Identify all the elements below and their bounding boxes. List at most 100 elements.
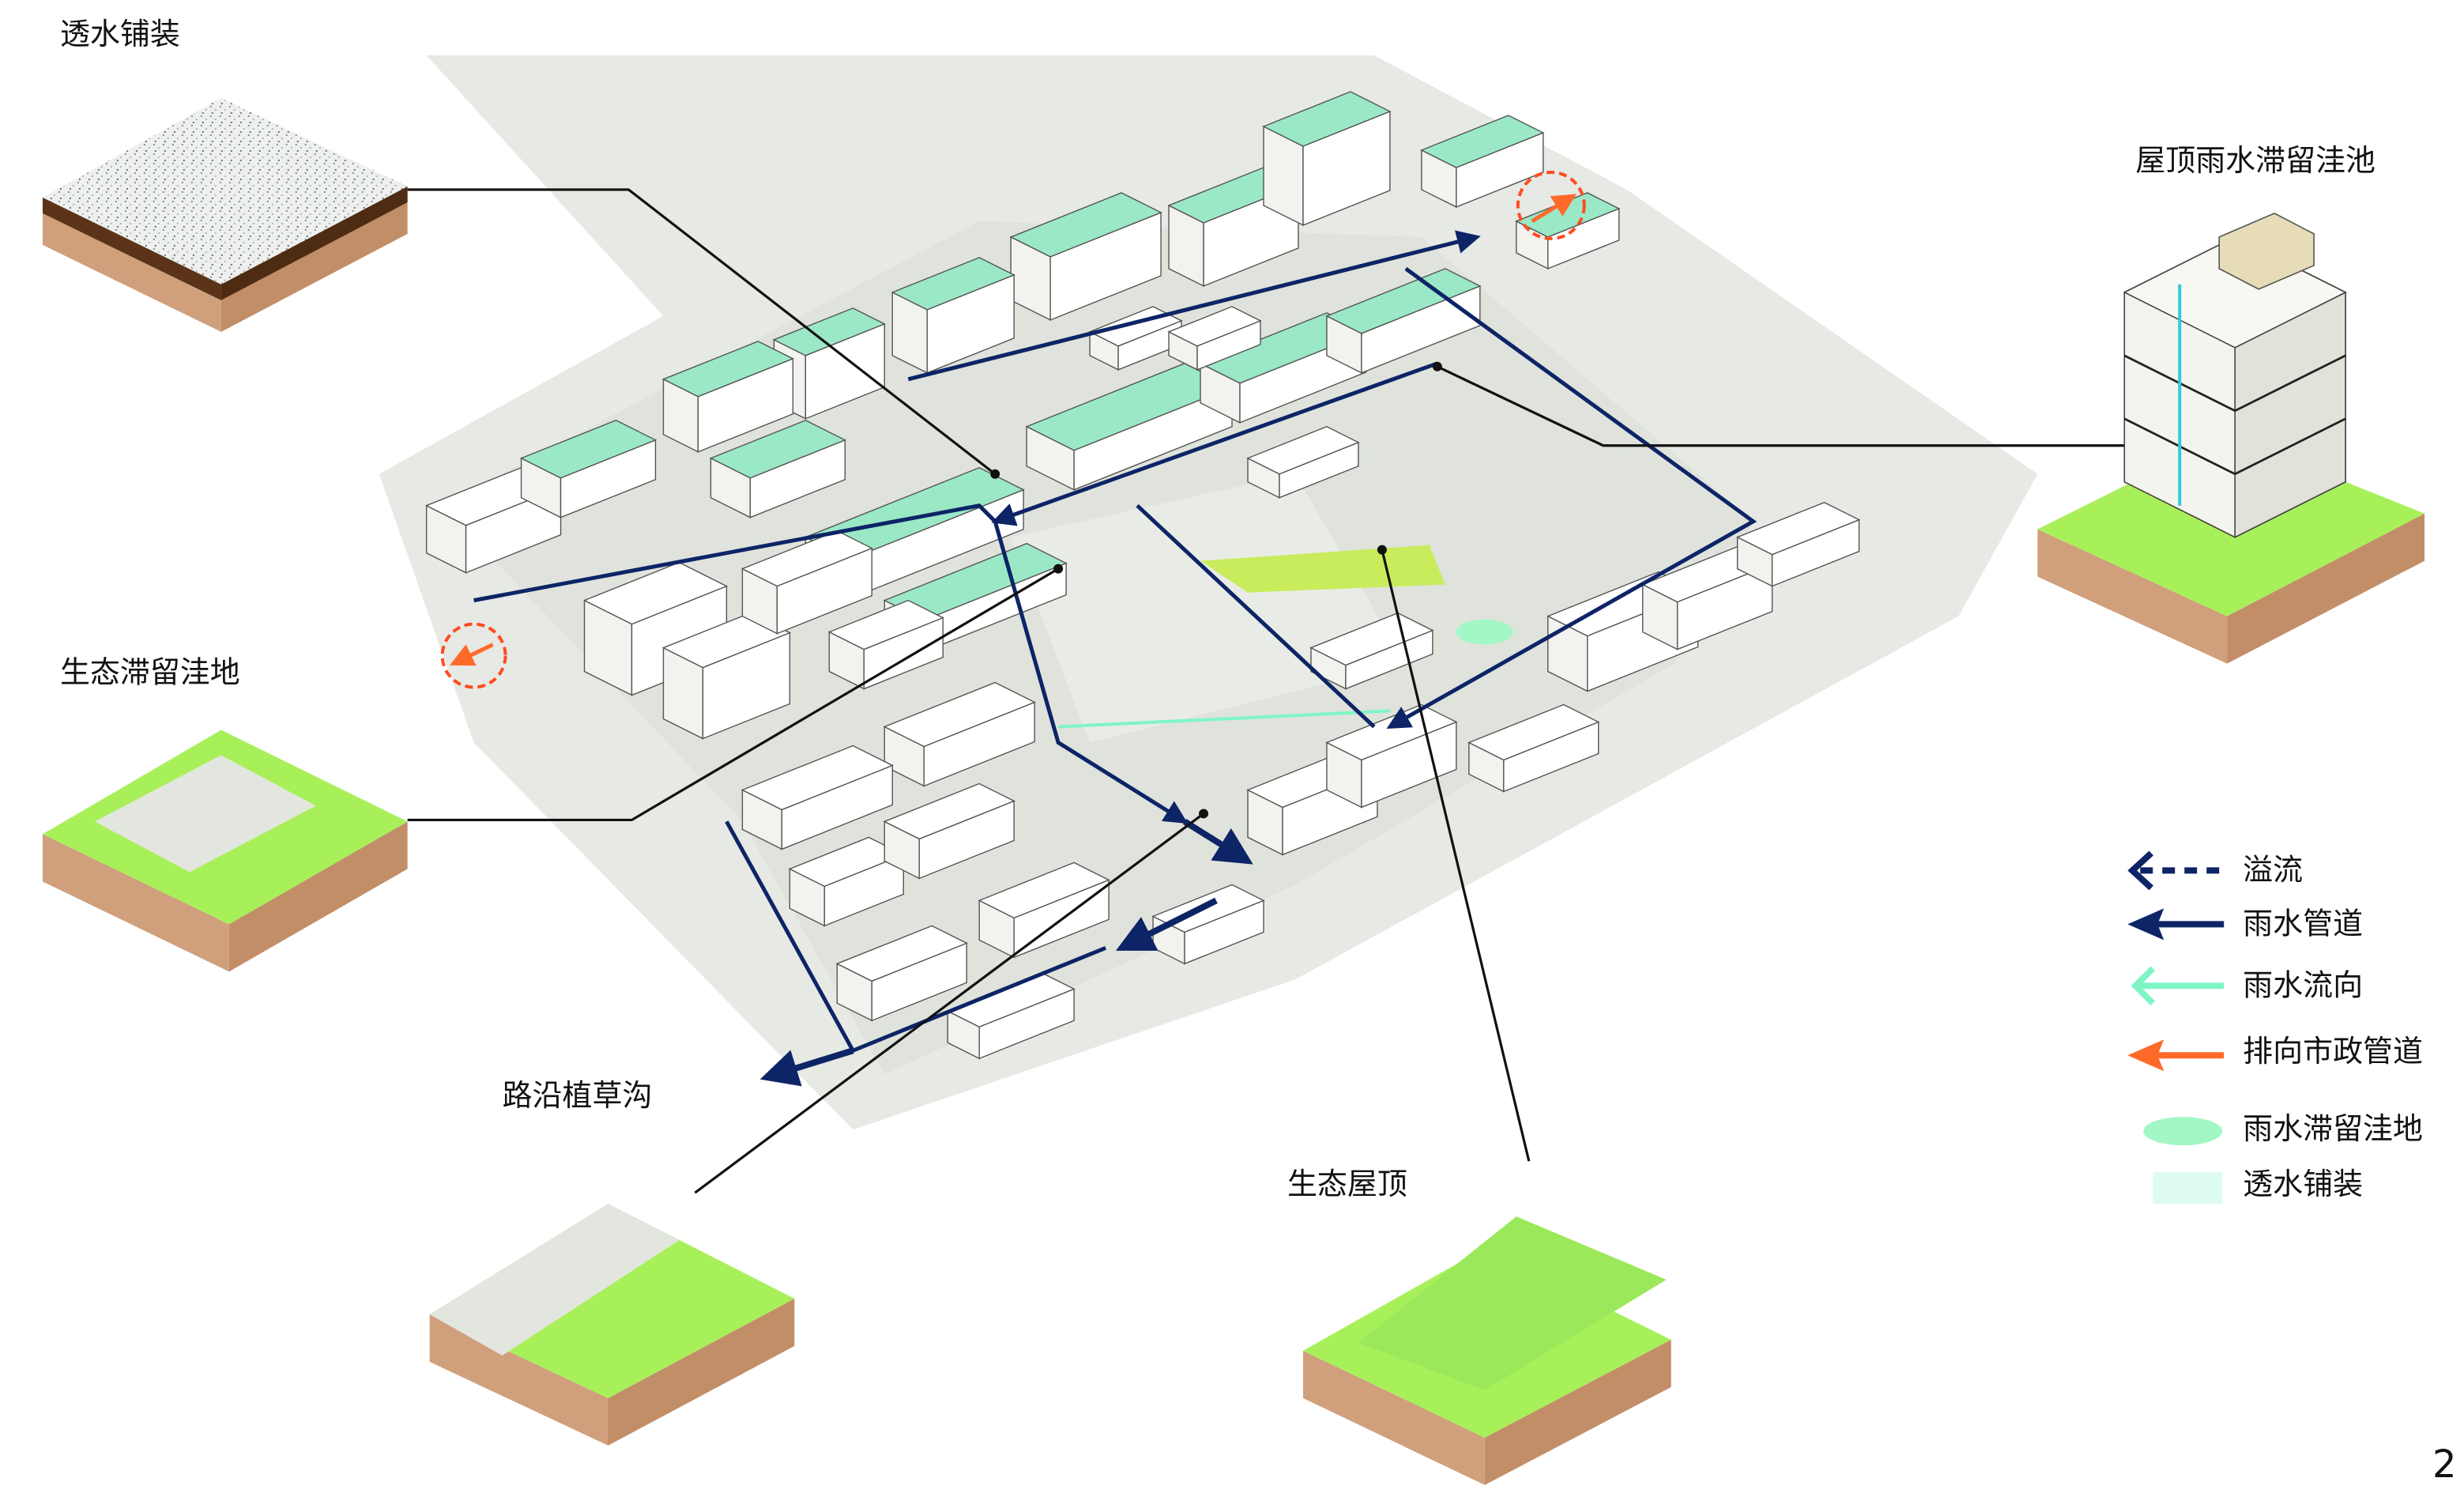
legend-label: 溢流	[2243, 852, 2303, 887]
building	[1009, 192, 1162, 321]
building	[1167, 306, 1262, 371]
tile-eco-roof	[1302, 1216, 1671, 1485]
building-roof	[1467, 703, 1600, 761]
building-roof	[772, 307, 886, 356]
tile-soil-right	[1484, 1340, 1671, 1485]
tile-surface	[429, 1204, 795, 1398]
building-roof	[883, 782, 1015, 840]
pipe-arrow	[907, 230, 1481, 382]
tile-soil-left	[2037, 529, 2228, 664]
site-map	[379, 55, 2038, 1130]
building	[1262, 91, 1392, 227]
tile-soil-left	[1302, 1351, 1485, 1485]
legend-paving-icon	[2153, 1172, 2223, 1205]
building-roof	[740, 745, 894, 811]
label-roof-retention: 屋顶雨水滞留洼池	[2135, 143, 2375, 178]
building	[740, 745, 894, 850]
building-roof	[1246, 425, 1360, 475]
pipe-arrow	[473, 503, 997, 603]
paving-layer	[220, 186, 408, 300]
building-roof	[1735, 501, 1861, 556]
tile-soil-right	[2227, 513, 2425, 664]
label-eco-retention: 生态滞留洼地	[60, 655, 240, 690]
leader-line	[1437, 365, 2125, 447]
building-roof	[835, 925, 968, 982]
pipe-arrow	[1058, 709, 1390, 729]
buildings	[424, 91, 1861, 1060]
building-roof	[582, 561, 729, 625]
building	[582, 561, 729, 696]
building-roof	[709, 419, 847, 479]
building-roof	[740, 530, 873, 587]
legend-label: 排向市政管道	[2243, 1034, 2423, 1069]
leader-line	[407, 188, 997, 475]
legend-label: 雨水滞留洼地	[2243, 1111, 2423, 1146]
building	[740, 530, 873, 635]
tile-soil-right	[228, 821, 408, 972]
leader-line	[1381, 549, 1531, 1162]
building	[1735, 501, 1861, 587]
legend-retention-icon	[2143, 1117, 2223, 1146]
building	[1246, 425, 1360, 499]
building-roof	[1420, 115, 1545, 168]
roof-building	[2123, 213, 2347, 538]
label-curb-swale: 路沿植草沟	[503, 1078, 653, 1113]
building-roof	[1309, 612, 1434, 666]
retention-basin	[1456, 619, 1513, 645]
building	[788, 836, 905, 927]
leader-line	[407, 567, 1059, 822]
legend-pipe-icon	[2127, 908, 2225, 941]
building	[1325, 268, 1482, 374]
building	[1025, 363, 1234, 491]
legend-flow-icon	[2131, 966, 2225, 1006]
building	[946, 972, 1076, 1060]
pipe-arrow	[1115, 897, 1218, 951]
path-surface	[94, 755, 316, 873]
outfall-marker	[1516, 170, 1586, 240]
plaza	[1011, 473, 1406, 743]
building	[1420, 115, 1545, 209]
legend-label: 透水铺装	[2243, 1167, 2363, 1201]
building	[1325, 703, 1458, 809]
leader-lines	[407, 188, 2125, 1194]
legend: 溢流 雨水管道 雨水流向 排向市政管道 雨水滞留洼地 透水铺装	[2127, 850, 2423, 1205]
page-number: 2	[2432, 1442, 2457, 1487]
building-roof	[978, 861, 1110, 919]
pipe-arrows	[473, 230, 1758, 1087]
building-roof	[883, 681, 1036, 748]
sidewalk-surface	[429, 1204, 680, 1356]
legend-municipal-icon	[2127, 1039, 2225, 1072]
pipe-arrow	[993, 520, 1189, 824]
building-roof	[1009, 192, 1162, 258]
tile-curb-swale	[429, 1204, 795, 1446]
building	[835, 925, 968, 1022]
pipe-arrow	[1386, 266, 1758, 729]
outfall-arrow	[1531, 194, 1577, 224]
tile-soil-right	[608, 1299, 795, 1446]
building-roof	[519, 419, 657, 479]
legend-label: 雨水管道	[2243, 906, 2363, 941]
tile-soil-left	[42, 834, 229, 972]
building	[709, 419, 847, 518]
building-roof	[1325, 268, 1482, 334]
building	[883, 782, 1015, 880]
outfall-arrow	[450, 643, 494, 666]
tile-soil-left	[429, 1314, 608, 1446]
leader-dots	[990, 361, 1442, 819]
tile-eco-retention	[42, 730, 408, 972]
building	[661, 341, 795, 453]
leader-line	[694, 812, 1204, 1194]
pipe-arrow	[1182, 819, 1253, 865]
legend-overflow-icon	[2127, 850, 2225, 891]
building-roof	[661, 612, 792, 669]
pipe-arrow	[1136, 503, 1376, 729]
building	[891, 257, 1015, 374]
grass-layer	[1358, 1216, 1667, 1390]
label-permeable-paving: 透水铺装	[60, 17, 180, 51]
building-roof	[1167, 306, 1262, 347]
tile-permeable-paving	[42, 98, 408, 332]
building	[661, 612, 792, 740]
tile-surface	[42, 98, 408, 285]
pipe-arrow	[991, 361, 1438, 526]
